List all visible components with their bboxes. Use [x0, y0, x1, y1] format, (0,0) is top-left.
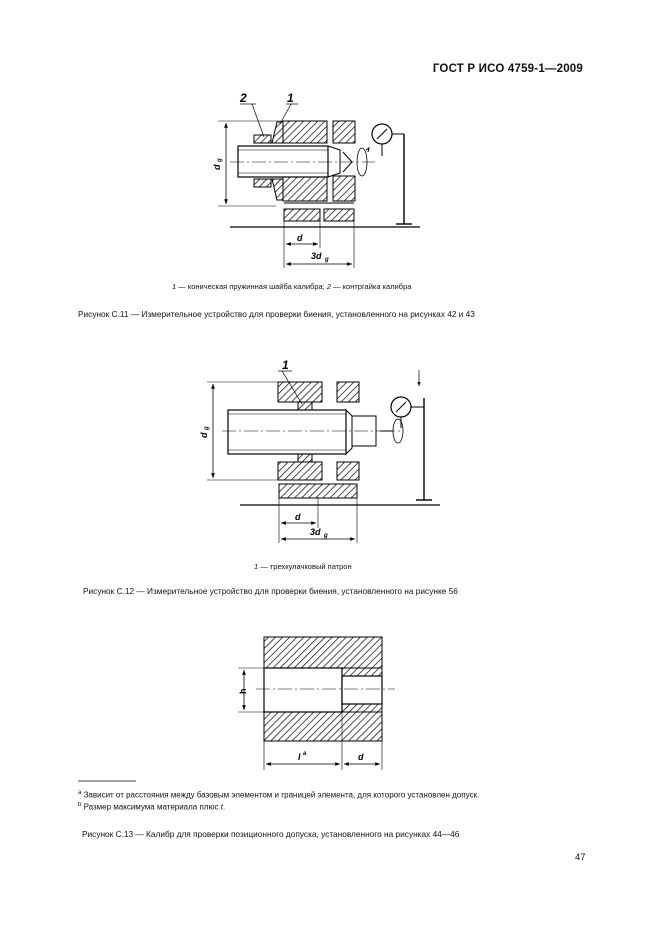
- dim-dg-label: d: [212, 164, 222, 170]
- figure-c12-legend: 1 — трехкулачковый патрон: [254, 562, 352, 571]
- document-header: ГОСТ Р ИСО 4759-1—2009: [432, 63, 583, 75]
- dim-d-label: d: [297, 233, 303, 243]
- figure-c12-caption: Рисунок С.12 — Измерительное устройство …: [83, 586, 458, 596]
- callout-1-label: 1: [287, 91, 294, 105]
- figure-c11-caption: Рисунок С.11 — Измерительное устройство …: [78, 309, 475, 319]
- dim-dg-sub: g: [217, 158, 223, 163]
- figure-c11-legend: 1 — коническая пружинная шайба калибра; …: [172, 282, 412, 291]
- dim-3dg-sub: g: [323, 533, 328, 539]
- figure-c13-drawing: [238, 636, 395, 770]
- figure-c12-labels: 1 d g d 3d g: [199, 358, 328, 539]
- figure-c11-drawing: [218, 103, 420, 268]
- callout-1-label: 1: [282, 358, 289, 372]
- footnote-a: a Зависит от расстояния между базовым эл…: [78, 790, 480, 800]
- footnote-b: b Размер максимума материала плюс t.: [78, 802, 226, 812]
- dim-3dg-label: 3d: [311, 251, 322, 261]
- dim-dg-label: d: [199, 432, 209, 438]
- page-number: 47: [575, 852, 586, 863]
- callout-2-label: 2: [239, 91, 247, 105]
- dim-h-label: h: [238, 689, 248, 695]
- dim-3dg-sub: g: [324, 257, 329, 263]
- dim-d-label: d: [295, 512, 301, 522]
- figure-c12-drawing: [207, 370, 440, 543]
- figure-c13-caption: Рисунок С.13 — Калибр для проверки позиц…: [82, 829, 460, 839]
- dim-dg-sub: g: [204, 426, 210, 431]
- dim-d-label: d: [358, 752, 364, 762]
- figure-c13-labels: h l a d: [238, 689, 364, 763]
- figure-c11-labels: 2 1 d g d 3d g: [212, 91, 329, 263]
- dim-3dg-label: 3d: [310, 527, 321, 537]
- dim-l-sup: a: [303, 751, 307, 757]
- dim-l-label: l: [298, 752, 301, 762]
